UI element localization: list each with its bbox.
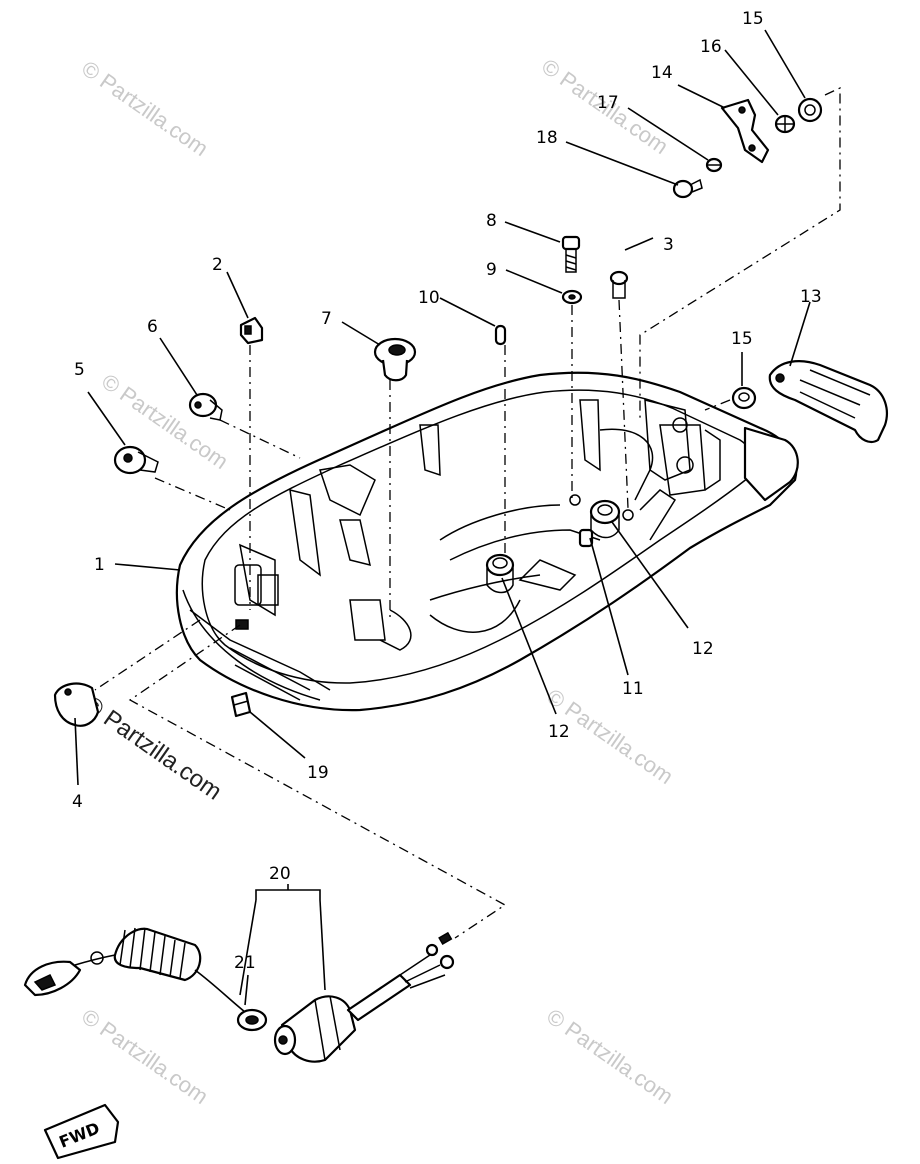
callout-10: 10: [418, 288, 440, 308]
part-20-stop-switch-assembly: [23, 927, 455, 1063]
callout-2: 2: [212, 255, 223, 275]
bottom-cowling: [175, 371, 799, 712]
callout-6: 6: [147, 317, 158, 337]
callout-16: 16: [700, 37, 722, 57]
part-16-washer: [774, 114, 796, 134]
callout-1: 1: [94, 555, 105, 575]
part-17-washer: [705, 157, 723, 173]
callout-20: 20: [269, 864, 291, 884]
watermark: © Partzilla.com: [542, 1004, 678, 1110]
leader-lines: [74, 29, 811, 1006]
part-4-cap: [53, 682, 100, 727]
callout-11: 11: [622, 679, 644, 699]
callout-15-top: 15: [742, 9, 764, 29]
callout-12-center: 12: [548, 722, 570, 742]
part-6-grommet: [188, 392, 223, 421]
callout-14: 14: [651, 63, 673, 83]
watermark-dark: © Partzilla.com: [79, 691, 227, 806]
callout-15-right: 15: [731, 329, 753, 349]
callout-labels: 1 2 3 4 5 6 7 8 9 10 11 12 12 13 14 15 1…: [72, 9, 822, 973]
callout-5: 5: [74, 360, 85, 380]
part-15-grommet-right: [731, 386, 757, 410]
part-8-bolt: [561, 235, 581, 273]
part-15-grommet-top: [797, 97, 823, 123]
callout-21: 21: [234, 953, 256, 973]
part-19-clip: [230, 691, 252, 718]
callout-3: 3: [663, 235, 674, 255]
callout-8: 8: [486, 211, 497, 231]
callout-4: 4: [72, 792, 83, 812]
part-5-grommet: [113, 445, 159, 475]
part-9-washer: [561, 289, 583, 305]
callout-9: 9: [486, 260, 497, 280]
part-7-grommet: [373, 337, 417, 382]
callout-13: 13: [800, 287, 822, 307]
callout-18: 18: [536, 128, 558, 148]
part-2-clip: [239, 316, 264, 345]
part-13-handle: [768, 360, 888, 444]
watermark: © Partzilla.com: [77, 1004, 213, 1110]
part-3-screw: [609, 270, 629, 299]
watermark: © Partzilla.com: [77, 56, 213, 162]
assembly-lines: [94, 86, 841, 939]
part-18-bolt: [672, 178, 703, 199]
part-10-plug: [494, 324, 507, 346]
part-14-bracket: [720, 98, 770, 164]
callout-17: 17: [597, 93, 619, 113]
callout-7: 7: [321, 309, 332, 329]
callout-12-right: 12: [692, 639, 714, 659]
callout-19: 19: [307, 763, 329, 783]
fwd-arrow-icon: FWD: [43, 1103, 120, 1160]
